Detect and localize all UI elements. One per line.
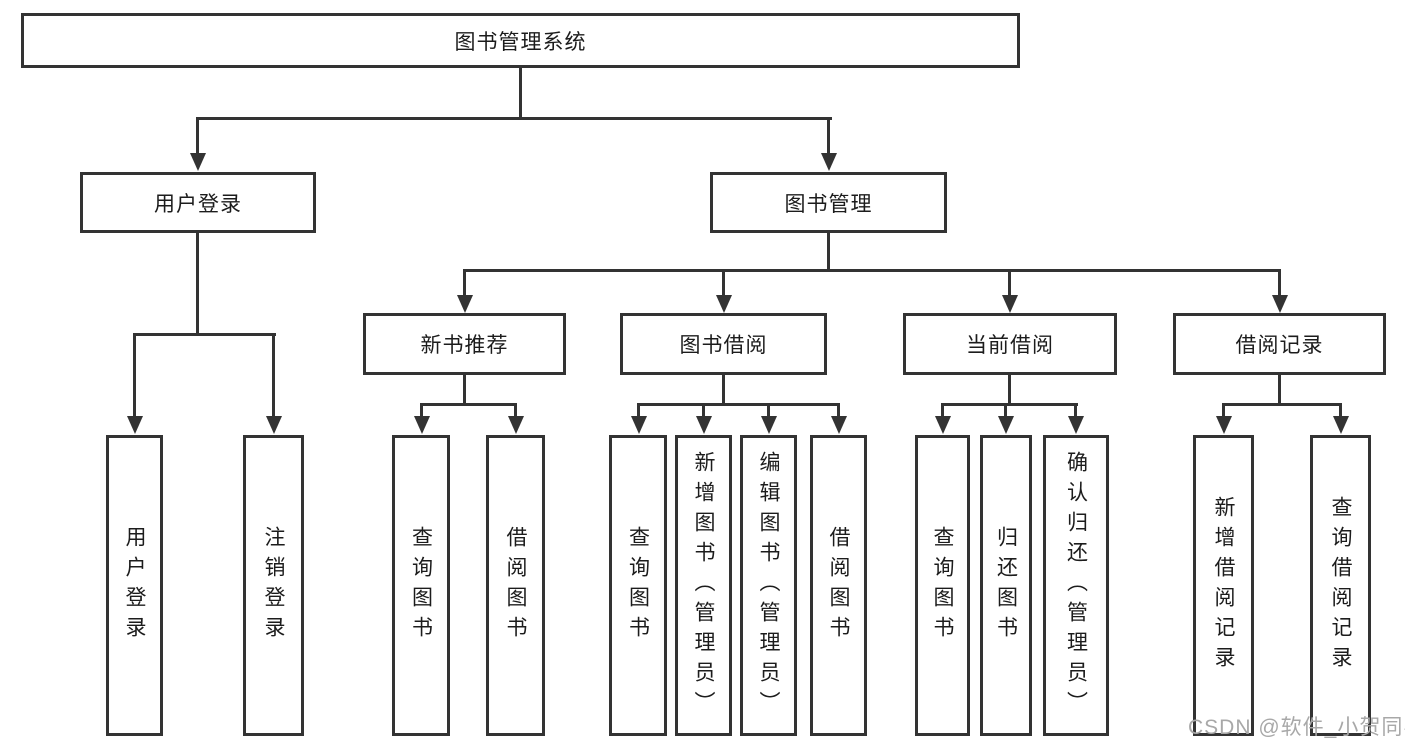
connector-line [1339, 403, 1342, 421]
leaf-label: 借阅图书 [504, 525, 527, 646]
connector-line [519, 67, 522, 118]
connector-line [196, 233, 199, 335]
arrowhead-down-icon [820, 153, 837, 171]
connector-line [827, 117, 830, 157]
connector-line [941, 403, 1078, 406]
csdn-watermark: CSDN @软件_小贺同学 [1188, 716, 1405, 739]
leaf-confirm-return-admin: 确认归还（管理员） [1043, 435, 1109, 736]
leaf-query-books-current: 查询图书 [915, 435, 970, 736]
leaf-label: 借阅图书 [827, 525, 850, 646]
node-book-management: 图书管理 [710, 172, 947, 233]
leaf-label: 归还图书 [994, 525, 1018, 646]
node-root-system: 图书管理系统 [21, 13, 1020, 68]
leaf-add-borrow-record: 新增借阅记录 [1193, 435, 1254, 736]
node-new-book-recommend: 新书推荐 [363, 313, 566, 375]
leaf-query-books-borrow: 查询图书 [609, 435, 667, 736]
connector-line [637, 403, 840, 406]
arrowhead-down-icon [830, 416, 847, 434]
arrowhead-down-icon [456, 295, 473, 313]
leaf-label: 确认归还（管理员） [1064, 450, 1088, 721]
node-book-borrow: 图书借阅 [620, 313, 827, 375]
connector-line [767, 403, 770, 421]
arrowhead-down-icon [630, 416, 647, 434]
arrowhead-down-icon [1001, 295, 1018, 313]
connector-line [941, 403, 944, 421]
leaf-edit-books-admin: 编辑图书（管理员） [740, 435, 797, 736]
connector-line [1278, 375, 1281, 405]
leaf-label: 查询图书 [409, 525, 433, 646]
connector-line [1222, 403, 1342, 406]
leaf-label: 查询图书 [931, 525, 954, 646]
leaf-label: 新增借阅记录 [1212, 495, 1235, 676]
leaf-add-books-admin: 新增图书（管理员） [675, 435, 732, 736]
connector-line [133, 333, 276, 336]
node-current-borrow: 当前借阅 [903, 313, 1117, 375]
connector-line [1074, 403, 1077, 421]
connector-line [463, 269, 466, 297]
connector-line [196, 117, 199, 157]
arrowhead-down-icon [265, 416, 282, 434]
connector-line [463, 269, 1281, 272]
arrowhead-down-icon [934, 416, 951, 434]
leaf-user-login: 用户登录 [106, 435, 163, 736]
connector-line [1008, 269, 1011, 297]
connector-line [827, 233, 830, 271]
node-borrow-records: 借阅记录 [1173, 313, 1386, 375]
connector-line [722, 375, 725, 405]
arrowhead-down-icon [1271, 295, 1288, 313]
connector-line [196, 117, 832, 120]
leaf-logout: 注销登录 [243, 435, 304, 736]
arrowhead-down-icon [997, 416, 1014, 434]
connector-line [272, 333, 275, 420]
connector-line [514, 403, 517, 421]
leaf-borrow-books-recommend: 借阅图书 [486, 435, 545, 736]
connector-line [1278, 269, 1281, 297]
leaf-label: 新增图书（管理员） [692, 450, 715, 721]
leaf-label: 查询图书 [626, 525, 650, 646]
leaf-query-borrow-record: 查询借阅记录 [1310, 435, 1371, 736]
arrowhead-down-icon [189, 153, 206, 171]
leaf-query-books-recommend: 查询图书 [392, 435, 450, 736]
arrowhead-down-icon [413, 416, 430, 434]
connector-line [1008, 375, 1011, 405]
arrowhead-down-icon [1332, 416, 1349, 434]
connector-line [1222, 403, 1225, 421]
connector-line [133, 333, 136, 420]
leaf-label: 用户登录 [123, 525, 146, 646]
arrowhead-down-icon [507, 416, 524, 434]
leaf-return-books: 归还图书 [980, 435, 1032, 736]
arrowhead-down-icon [715, 295, 732, 313]
connector-line [463, 375, 466, 405]
arrowhead-down-icon [1067, 416, 1084, 434]
arrowhead-down-icon [1215, 416, 1232, 434]
connector-line [702, 403, 705, 421]
leaf-label: 查询借阅记录 [1329, 495, 1352, 676]
arrowhead-down-icon [760, 416, 777, 434]
arrowhead-down-icon [695, 416, 712, 434]
node-user-login: 用户登录 [80, 172, 316, 233]
connector-line [1004, 403, 1007, 421]
leaf-borrow-books: 借阅图书 [810, 435, 867, 736]
leaf-label: 注销登录 [262, 525, 285, 646]
connector-line [420, 403, 423, 421]
connector-line [637, 403, 640, 421]
connector-line [722, 269, 725, 297]
leaf-label: 编辑图书（管理员） [757, 450, 780, 721]
connector-line [420, 403, 517, 406]
connector-line [837, 403, 840, 421]
arrowhead-down-icon [126, 416, 143, 434]
